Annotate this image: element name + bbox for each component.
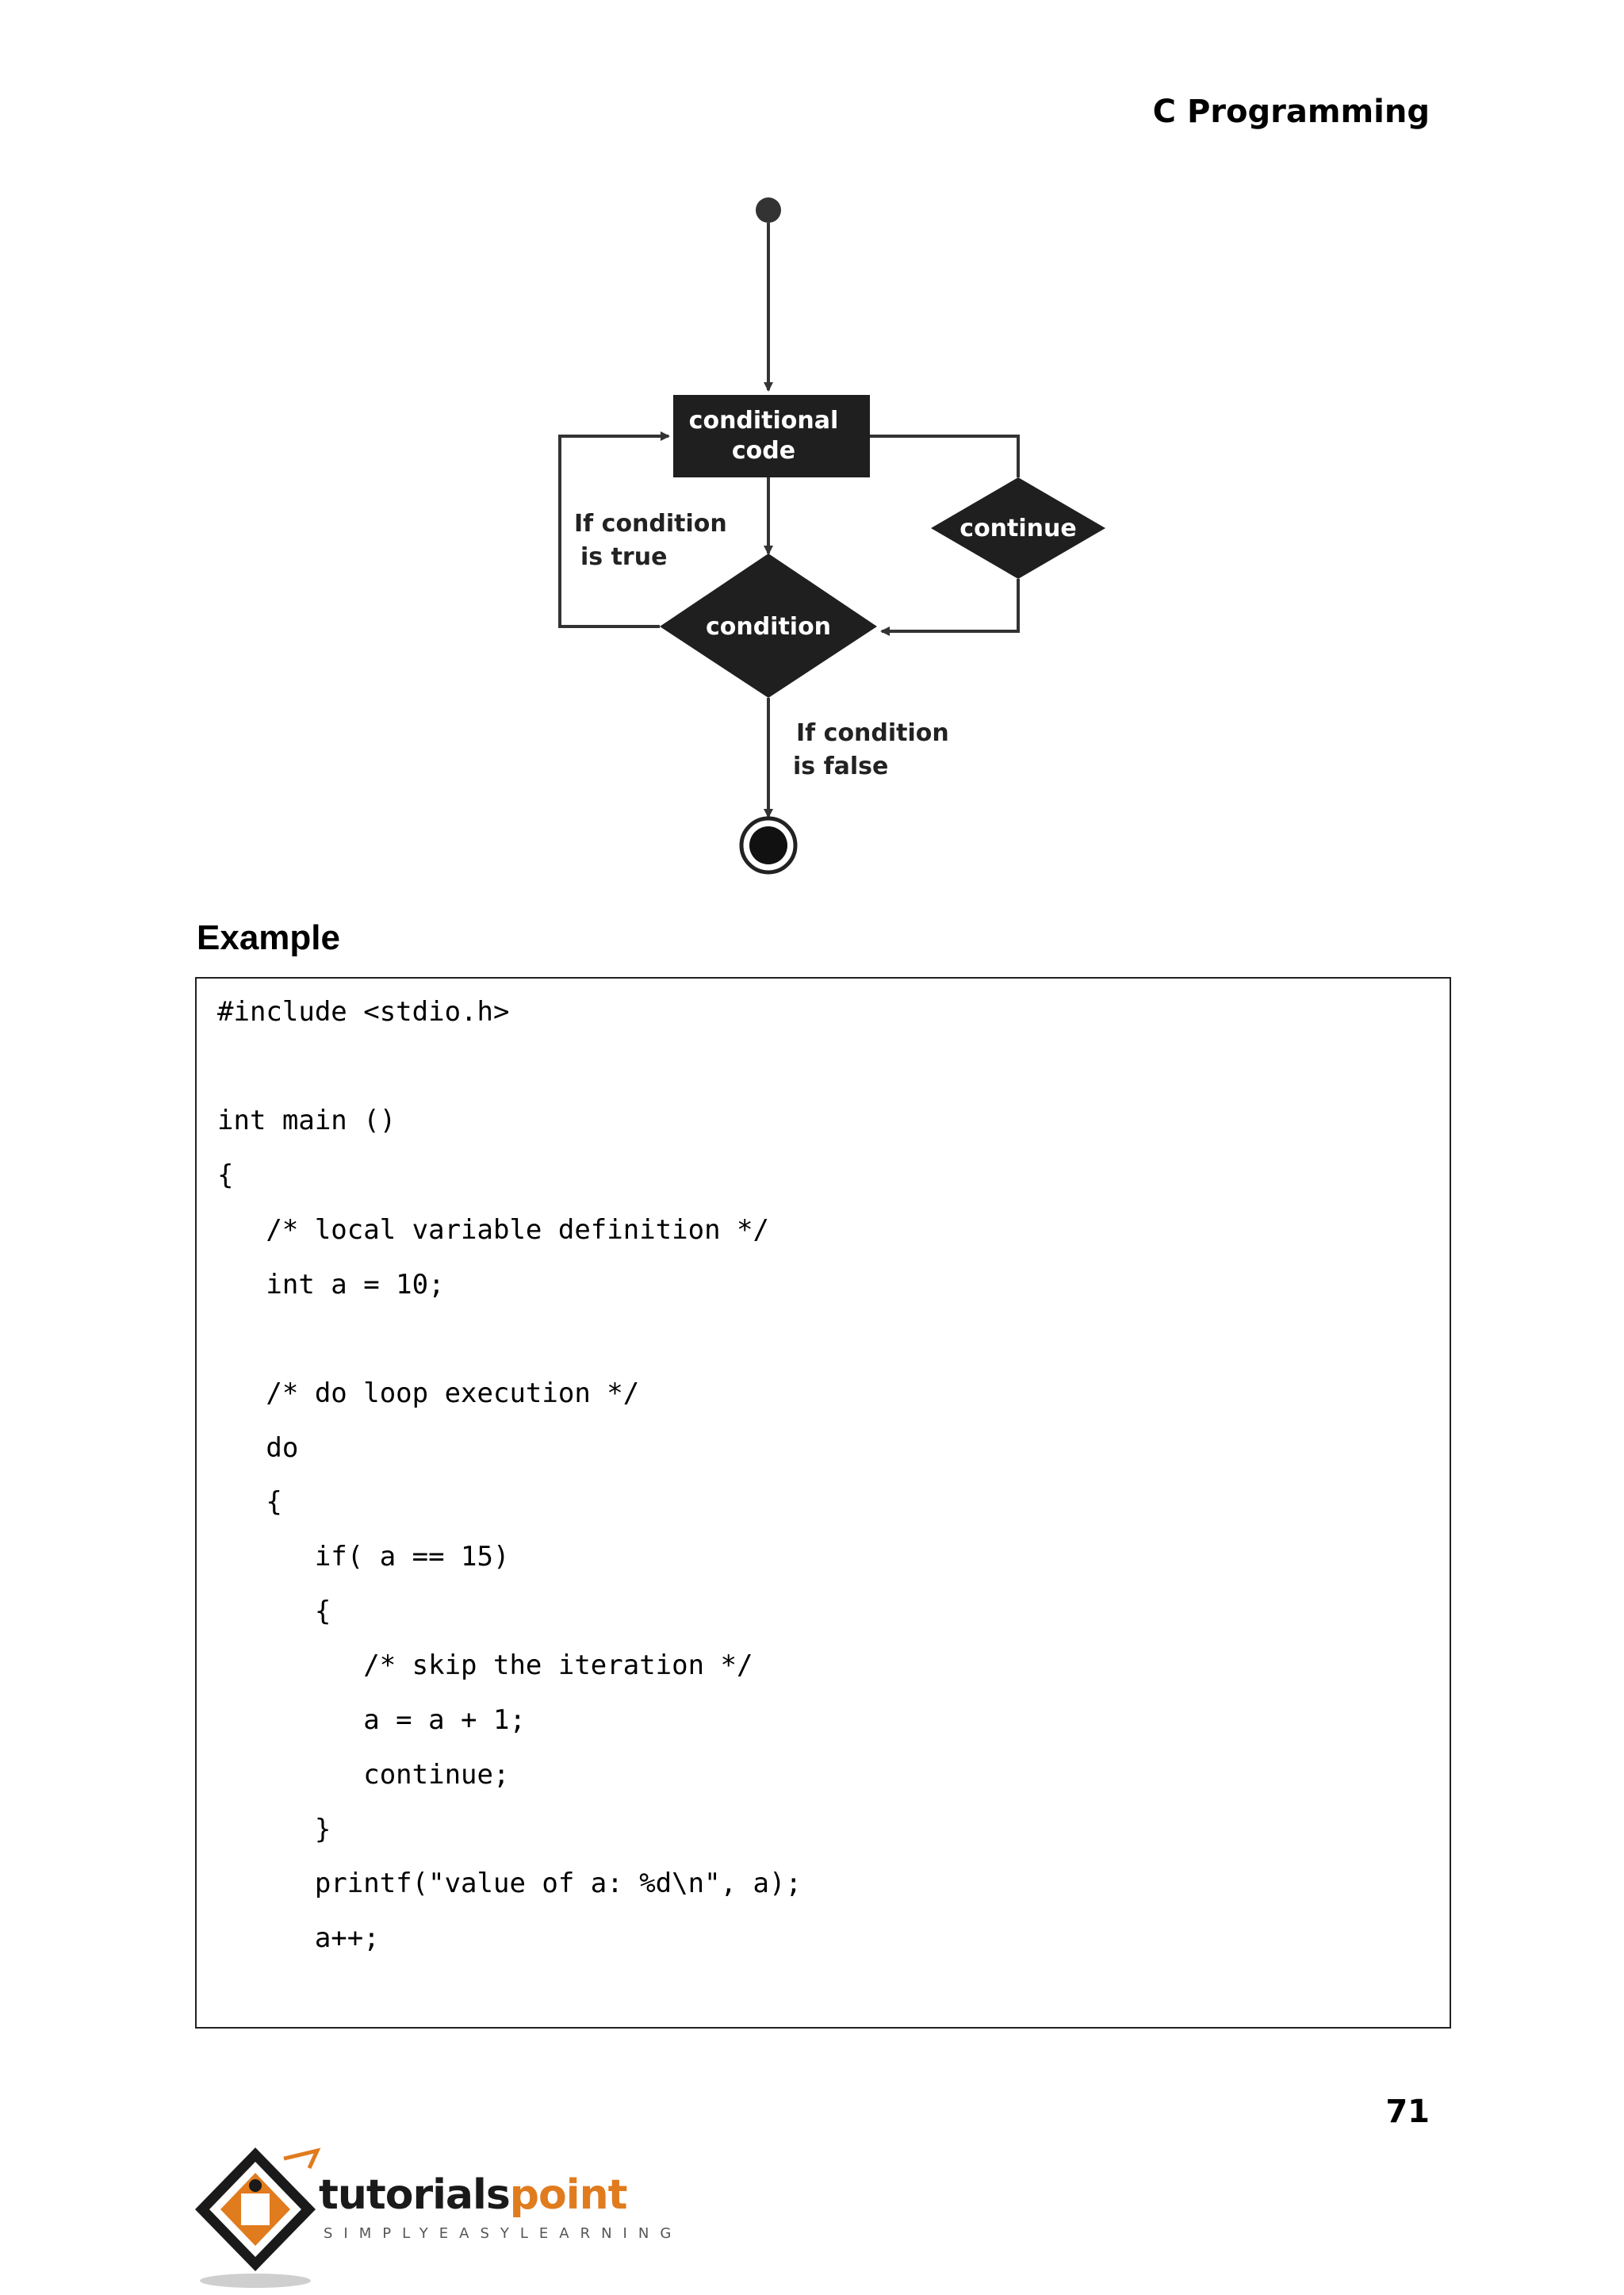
code-line: /* local variable definition */ <box>217 1213 769 1246</box>
code-line: int main () <box>217 1105 396 1137</box>
code-line: /* do loop execution */ <box>217 1377 640 1409</box>
continue-to-condition-line <box>880 579 1020 636</box>
code-line: if( a == 15) <box>217 1541 510 1573</box>
code-line: /* skip the iteration */ <box>217 1649 753 1682</box>
code-line: } <box>217 1813 331 1845</box>
code-line: { <box>217 1486 282 1519</box>
logo-wordmark: tutorialspoint <box>319 2171 628 2219</box>
code-line: printf("value of a: %d\n", a); <box>217 1868 802 1900</box>
condition-label: condition <box>706 613 831 641</box>
do-while-flowchart: conditional code condition If condition … <box>558 197 1105 875</box>
code-line: { <box>217 1159 234 1192</box>
end-node-inner <box>749 826 787 864</box>
tutorialspoint-logo: tutorialspoint SIMPLYEASYLEARNING <box>190 2141 671 2292</box>
logo-emblem-icon <box>195 2147 321 2288</box>
conditional-code-box <box>673 395 870 477</box>
code-line: a = a + 1; <box>217 1704 526 1737</box>
true-loop-line <box>558 431 670 628</box>
start-node <box>756 197 781 223</box>
false-label-1: If condition <box>796 719 949 747</box>
conditional-code-label-1: conditional <box>689 407 839 435</box>
false-label-2: is false <box>793 753 888 780</box>
condition-diamond <box>660 554 877 698</box>
continue-label: continue <box>959 515 1076 542</box>
code-line: #include <stdio.h> <box>217 996 510 1028</box>
code-line: int a = 10; <box>217 1268 445 1301</box>
logo-word-dark: tutorials <box>319 2171 511 2219</box>
true-label-2: is true <box>580 543 667 571</box>
logo-word-orange: point <box>509 2171 628 2219</box>
box-to-continue-line <box>870 435 1020 477</box>
code-block: #include <stdio.h> int main () { /* local … <box>195 977 1451 2029</box>
code-line: a++; <box>217 1921 380 1954</box>
continue-diamond <box>931 477 1105 579</box>
logo-tagline: SIMPLYEASYLEARNING <box>324 2225 683 2242</box>
code-line: { <box>217 1595 331 1627</box>
example-heading: Example <box>197 918 340 957</box>
page-number: 71 <box>1385 2094 1430 2130</box>
code-line: continue; <box>217 1758 510 1791</box>
code-line: do <box>217 1431 299 1464</box>
conditional-code-label-2: code <box>732 437 795 465</box>
page-header-title: C Programming <box>1152 94 1430 130</box>
true-label-1: If condition <box>574 510 727 538</box>
